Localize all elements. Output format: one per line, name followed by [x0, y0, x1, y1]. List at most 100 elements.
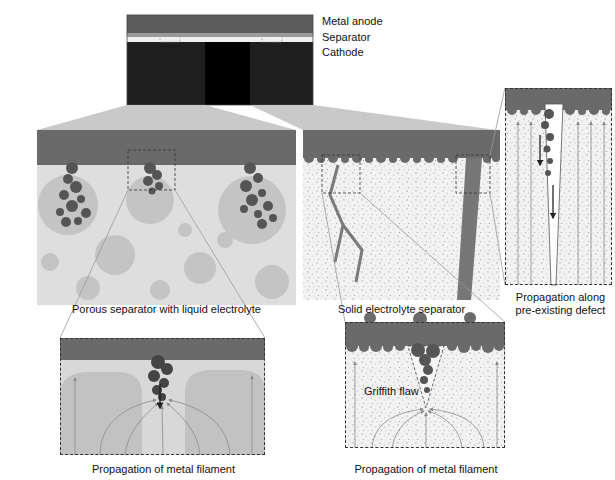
metal-dendrite [66, 162, 78, 174]
metal-dendrite [143, 176, 153, 186]
layer-label: Cathode [322, 46, 364, 59]
crack [343, 225, 362, 282]
metal-dendrite [423, 365, 433, 375]
metal-dendrite [244, 162, 256, 174]
anode-bump [602, 107, 610, 115]
metal-dendrite [77, 195, 85, 203]
anode-bump [317, 155, 325, 163]
layer-label: Separator [322, 31, 370, 44]
anode-bump [389, 155, 397, 163]
solid-electrolyte [303, 158, 500, 300]
separator-pore [255, 265, 289, 299]
liquid-electrolyte [60, 360, 265, 455]
anode-bump [365, 155, 373, 163]
metal-dendrite [263, 201, 273, 211]
zoom-box: Propagation of metal filament [60, 338, 265, 455]
field-line [355, 362, 497, 448]
separator-pore [217, 232, 233, 248]
metal-dendrite [257, 219, 267, 229]
metal-dendrite [74, 217, 82, 225]
anode-bump [413, 312, 427, 326]
field-line [125, 403, 158, 455]
anode-bump [471, 341, 481, 351]
metal-anode-layer [127, 15, 313, 33]
metal-dendrite [61, 217, 71, 227]
anode-bump [424, 153, 434, 163]
metal-anode-layer [345, 322, 505, 346]
metal-dendrite [541, 121, 549, 129]
anode-bump [565, 105, 575, 115]
separator-pore [38, 175, 98, 235]
leader-line [490, 88, 505, 155]
anode-bump [383, 342, 393, 352]
metal-dendrite [66, 200, 78, 212]
panel-caption: Solid electrolyte separator [303, 303, 500, 316]
separator-pore [95, 235, 135, 275]
metal-dendrite [56, 208, 64, 216]
growth-arrow [552, 185, 553, 218]
liquid-electrolyte [37, 165, 296, 305]
field-line [497, 362, 498, 448]
field-line [426, 413, 427, 448]
zoom-marker [456, 155, 490, 193]
leader-line [360, 193, 505, 322]
anode-bump [447, 341, 457, 351]
growth-arrow [539, 135, 540, 165]
anode-bump [328, 153, 338, 163]
metal-dendrite [424, 387, 430, 393]
anode-bump [589, 105, 599, 115]
separator-pore [178, 223, 192, 237]
metal-dendrite [149, 188, 156, 195]
anode-bump [364, 312, 376, 324]
metal-dendrite [240, 180, 252, 192]
liquid-zoom-art [60, 338, 265, 455]
separator-pore [184, 252, 216, 284]
field-line [428, 411, 462, 448]
flaw-label: Griffith flaw [364, 385, 439, 398]
cathode-layer [127, 42, 313, 105]
zoom-caption: Propagation of metal filament [51, 463, 276, 476]
field-line [518, 122, 604, 285]
anode-bump [413, 155, 421, 163]
anode-bump [359, 342, 369, 352]
separator-layer [127, 37, 313, 42]
metal-dendrite [63, 174, 73, 184]
anode-bump [520, 107, 528, 115]
metal-dendrite [148, 370, 160, 382]
anode-bump [352, 153, 362, 163]
metal-dendrite [161, 363, 173, 375]
anode-bump [464, 312, 476, 324]
anode-bump [400, 153, 410, 163]
interlayer [127, 33, 313, 37]
metal-dendrite [240, 205, 248, 213]
metal-dendrite [253, 173, 263, 183]
zoom-box: Propagation along pre-existing defect [505, 88, 612, 285]
metal-dendrite [419, 354, 431, 366]
field-line [355, 362, 356, 448]
metal-dendrite [59, 190, 69, 200]
field-line [518, 122, 519, 285]
leader-line [60, 190, 128, 338]
field-line [531, 122, 532, 285]
zoom-box: Griffith flawPropagation of metal filame… [345, 322, 505, 448]
metal-dendrite [541, 109, 554, 176]
anode-bump [448, 153, 458, 163]
field-line [162, 406, 163, 455]
metal-dendrite [254, 210, 262, 218]
separator-panel: Porous separator with liquid electrolyte [37, 130, 296, 315]
griffith-zoom-art [345, 312, 505, 448]
panel-caption: Porous separator with liquid electrolyte [37, 303, 296, 316]
anode-bump [304, 153, 314, 163]
field-line [75, 378, 76, 455]
metal-dendrite [152, 170, 162, 180]
metal-dendrite [411, 343, 440, 393]
field-line [169, 400, 230, 455]
zoom-caption: Propagation along pre-existing defect [508, 291, 613, 317]
metal-dendrite [269, 214, 277, 222]
anode-bump [437, 155, 445, 163]
pre-existing-defect [457, 158, 482, 300]
solid-electrolyte [345, 346, 505, 448]
separator-pore [38, 175, 289, 300]
